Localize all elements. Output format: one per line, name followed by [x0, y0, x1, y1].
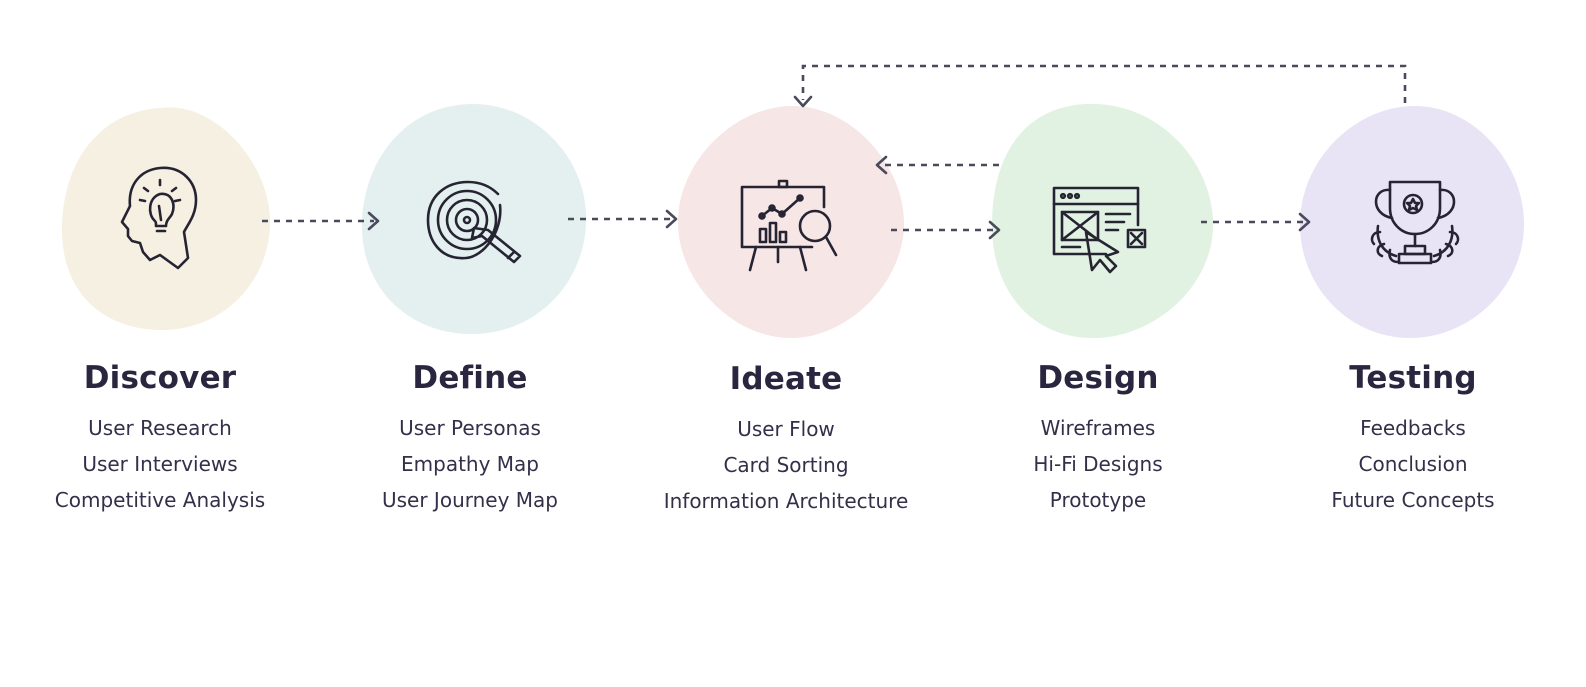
wireframe-cursor-icon — [1052, 186, 1147, 274]
stage-item: Competitive Analysis — [54, 488, 266, 512]
stage-testing: Testing Feedbacks Conclusion Future Conc… — [1253, 360, 1573, 518]
stage-ideate: Ideate User Flow Card Sorting Informatio… — [626, 361, 946, 519]
stage-item: Empathy Map — [401, 452, 539, 476]
stage-item: Feedbacks — [1360, 416, 1466, 440]
stage-item: User Flow — [737, 417, 835, 441]
arrow-testing-ideate-loop — [793, 64, 1407, 108]
arrow-discover-define — [262, 211, 380, 231]
stage-item: Future Concepts — [1331, 488, 1495, 512]
stage-item: Hi-Fi Designs — [1033, 452, 1163, 476]
head-lightbulb-icon — [120, 166, 198, 270]
stage-discover: Discover User Research User Interviews C… — [0, 360, 320, 518]
arrow-define-ideate — [568, 209, 678, 229]
stage-item: User Research — [88, 416, 232, 440]
arrow-ideate-design — [891, 220, 1001, 240]
stage-define: Define User Personas Empathy Map User Jo… — [310, 360, 630, 518]
discover-blob — [61, 107, 271, 331]
stage-item: Conclusion — [1358, 452, 1468, 476]
stage-title: Define — [412, 360, 528, 396]
stage-item: Wireframes — [1040, 416, 1156, 440]
stage-item: Information Architecture — [663, 489, 909, 513]
stage-item: User Journey Map — [381, 488, 558, 512]
stage-item: User Interviews — [82, 452, 238, 476]
stage-title: Design — [1037, 360, 1159, 396]
stage-title: Discover — [83, 360, 237, 396]
ideate-blob — [678, 105, 905, 339]
arrow-design-testing — [1201, 212, 1311, 232]
stage-title: Testing — [1349, 360, 1477, 396]
trophy-laurel-icon — [1370, 180, 1460, 265]
design-blob — [992, 103, 1214, 339]
stage-item: User Personas — [399, 416, 541, 440]
stage-item: Card Sorting — [723, 453, 849, 477]
define-blob — [361, 103, 587, 335]
presentation-magnifier-icon — [740, 179, 838, 272]
testing-blob — [1300, 105, 1524, 338]
stage-item: Prototype — [1049, 488, 1147, 512]
stage-title: Ideate — [729, 361, 843, 397]
stage-design: Design Wireframes Hi-Fi Designs Prototyp… — [938, 360, 1258, 518]
target-pencil-icon — [426, 180, 522, 264]
arrow-design-ideate — [875, 155, 999, 175]
